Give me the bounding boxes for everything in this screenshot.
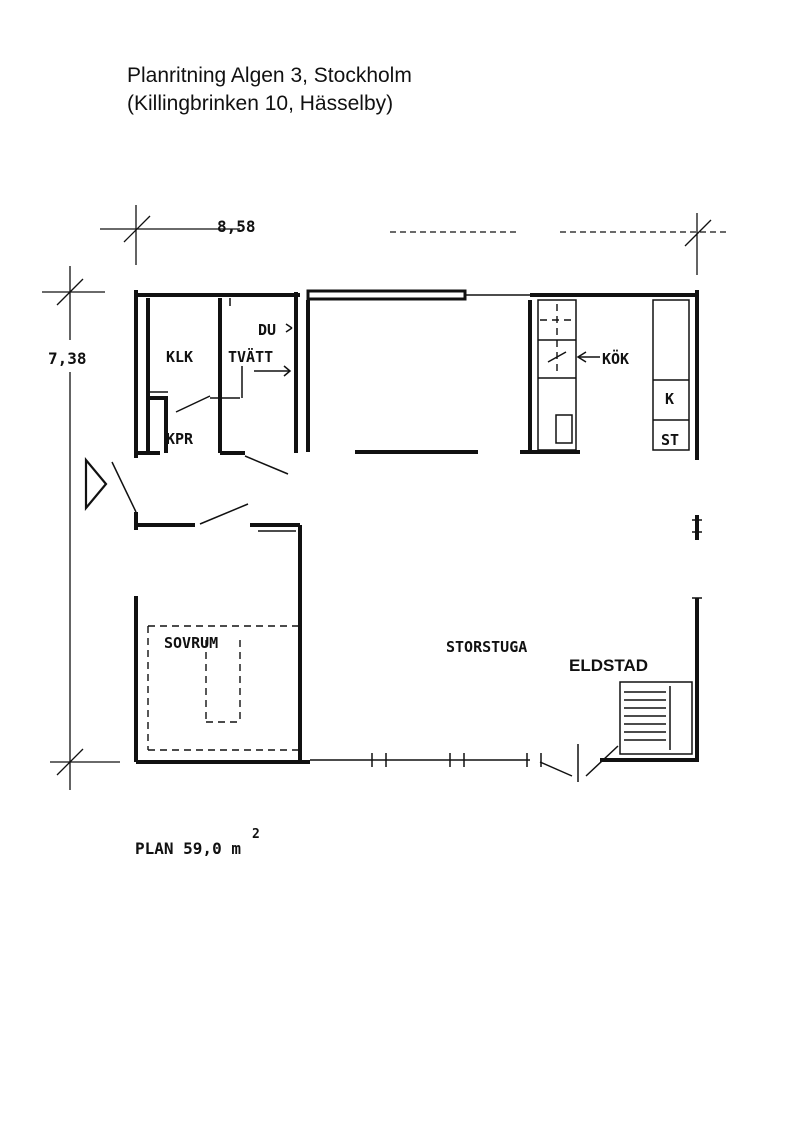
interior-walls xyxy=(136,292,580,762)
room-label-kpr: KPR xyxy=(166,430,194,448)
room-label-st: ST xyxy=(661,431,679,449)
room-label-kok: KÖK xyxy=(602,349,629,368)
exterior-walls xyxy=(84,289,702,782)
bedroom-furniture xyxy=(147,625,298,751)
entrance-arrow-icon xyxy=(84,456,108,512)
room-label-eldstad: ELDSTAD xyxy=(569,656,648,675)
room-label-klk: KLK xyxy=(166,348,193,366)
dimension-width-label: 8,58 xyxy=(217,217,256,236)
dimension-height: 7,38 xyxy=(42,266,120,790)
room-label-storstuga: STORSTUGA xyxy=(446,638,527,656)
plan-area: PLAN 59,0 m 2 xyxy=(135,827,260,858)
dimension-width: 8,58 xyxy=(100,205,730,275)
plan-title: Planritning Algen 3, Stockholm (Killingb… xyxy=(127,62,412,118)
dimension-height-label: 7,38 xyxy=(48,349,87,368)
room-label-tvatt: TVÄTT xyxy=(228,347,273,366)
room-labels: KLK KPR TVÄTT DU KÖK K ST SOVRUM STORSTU… xyxy=(164,321,679,675)
fireplace xyxy=(619,681,693,755)
room-label-sovrum: SOVRUM xyxy=(164,634,218,652)
room-label-du: DU xyxy=(258,321,276,339)
kitchen-fittings xyxy=(537,299,690,451)
plan-area-label: PLAN 59,0 m xyxy=(135,839,241,858)
title-line-1: Planritning Algen 3, Stockholm xyxy=(127,64,412,87)
room-label-k: K xyxy=(665,390,674,408)
title-line-2: (Killingbrinken 10, Hässelby) xyxy=(127,92,394,115)
plan-area-superscript: 2 xyxy=(252,827,260,842)
